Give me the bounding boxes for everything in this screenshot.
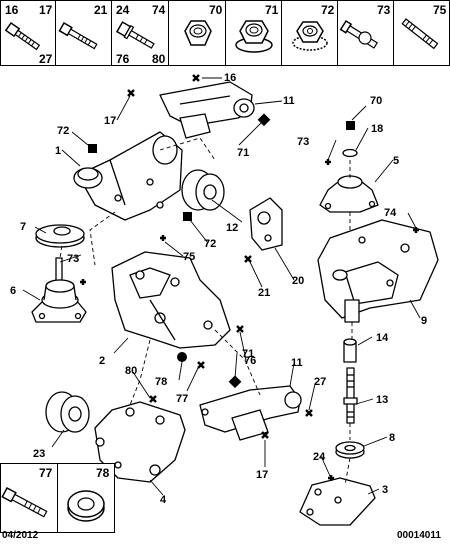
callout-label: 14 (376, 332, 389, 344)
callout-label: 77 (176, 393, 188, 405)
part-number: 74 (152, 3, 166, 17)
callout-label: 8 (389, 432, 395, 444)
callout-label: 75 (183, 251, 195, 263)
footer-date: 04/2012 (2, 530, 39, 541)
callout-label: 71 (237, 147, 249, 159)
torx-bolt-icon (339, 19, 378, 49)
header-cell-serrated-nut-72: 72 (281, 0, 338, 66)
callout-label: 1 (55, 145, 61, 157)
callout-label: 70 (370, 95, 382, 107)
part-number: 73 (377, 3, 391, 17)
washer-icon (67, 490, 105, 522)
callout-label: 76 (244, 355, 256, 367)
part-number: 24 (116, 3, 130, 17)
serrated-nut-icon (292, 21, 328, 51)
callout-label: 3 (382, 484, 388, 496)
stud-13 (343, 367, 358, 424)
callout-label: 78 (155, 376, 167, 388)
sleeve-14 (343, 338, 357, 363)
callout-label: 72 (57, 125, 69, 137)
header-cell-nut-70: 70 (168, 0, 226, 66)
bracket-2 (111, 251, 231, 349)
footer-reference: 00014011 (397, 530, 441, 541)
callout-label: 21 (258, 287, 270, 299)
bush-12 (181, 169, 225, 211)
callout-label: 20 (292, 275, 304, 287)
callout-label: 71 (242, 348, 254, 360)
bracket-20 (249, 197, 283, 251)
part-number: 78 (96, 466, 110, 480)
header-cell-torx-bolt-73: 73 (337, 0, 394, 66)
part-number: 72 (321, 3, 335, 17)
callout-label: 17 (104, 115, 116, 127)
callout-label: 6 (10, 285, 16, 297)
bracket-11-top (159, 81, 255, 139)
hex-nut-icon (184, 20, 212, 46)
callout-label: 12 (226, 222, 238, 234)
part-number: 70 (209, 3, 223, 17)
callout-label: 73 (67, 253, 79, 265)
bush-23 (45, 391, 90, 433)
callout-label: 73 (297, 136, 309, 148)
flange-nut-icon (235, 20, 273, 53)
callout-label: 5 (393, 155, 399, 167)
part-number: 21 (94, 3, 108, 17)
legend-cell-washer-78: 78 (57, 463, 115, 533)
part-number: 80 (152, 52, 166, 66)
header-cell-flange-nut-71: 71 (225, 0, 282, 66)
callout-label: 17 (256, 469, 268, 481)
markers (80, 74, 419, 481)
part-number: 77 (39, 466, 53, 480)
washer-8 (335, 441, 365, 459)
bracket-9 (317, 219, 439, 323)
header-cell-bolt-24-74-76-80: 24 74 76 80 (111, 0, 169, 66)
part-number: 71 (265, 3, 279, 17)
header-cell-bolt-16-17-27: 16 17 27 (0, 0, 56, 66)
callout-labels: 1 2 3 4 5 6 7 8 9 11 11 12 13 14 16 17 1… (10, 72, 427, 506)
mount-6 (31, 257, 87, 323)
callout-label: 23 (33, 448, 45, 460)
part-number: 76 (116, 52, 130, 66)
bolt-icon (4, 21, 41, 51)
bolt-icon (58, 21, 98, 50)
washer-18 (342, 148, 358, 158)
callout-label: 27 (314, 376, 326, 388)
part-number: 75 (433, 3, 447, 17)
stud-icon (401, 18, 439, 50)
callout-label: 80 (125, 365, 137, 377)
engine-mount-exploded-diagram: 1 2 3 4 5 6 7 8 9 11 11 12 13 14 16 17 1… (10, 72, 439, 526)
callout-label: 7 (20, 221, 26, 233)
part-number: 16 (5, 3, 19, 17)
mount-5 (319, 175, 379, 213)
bracket-4 (94, 401, 186, 483)
callout-label: 13 (376, 394, 388, 406)
bracket-11-bottom (199, 385, 302, 441)
legend-cell-bolt-77: 77 (0, 463, 58, 533)
callout-label: 74 (384, 207, 397, 219)
callout-label: 11 (291, 357, 303, 369)
callout-label: 72 (204, 238, 216, 250)
flange-bolt-icon (115, 21, 155, 49)
callout-label: 16 (224, 72, 236, 84)
callout-label: 18 (371, 123, 383, 135)
header-cell-bolt-21: 21 (55, 0, 112, 66)
callout-label: 4 (160, 494, 167, 506)
bracket-1 (73, 131, 183, 221)
callout-label: 24 (313, 451, 326, 463)
callout-label: 11 (283, 95, 295, 107)
parts-header: 16 17 27 21 24 74 76 80 (0, 0, 450, 68)
bolt-icon (1, 486, 48, 518)
callout-label: 9 (421, 315, 427, 327)
callout-label: 2 (99, 355, 105, 367)
part-number: 27 (39, 52, 53, 66)
header-cell-stud-75: 75 (393, 0, 450, 66)
part-number: 17 (39, 3, 53, 17)
plate-3 (299, 477, 376, 526)
washer-7 (35, 224, 85, 248)
